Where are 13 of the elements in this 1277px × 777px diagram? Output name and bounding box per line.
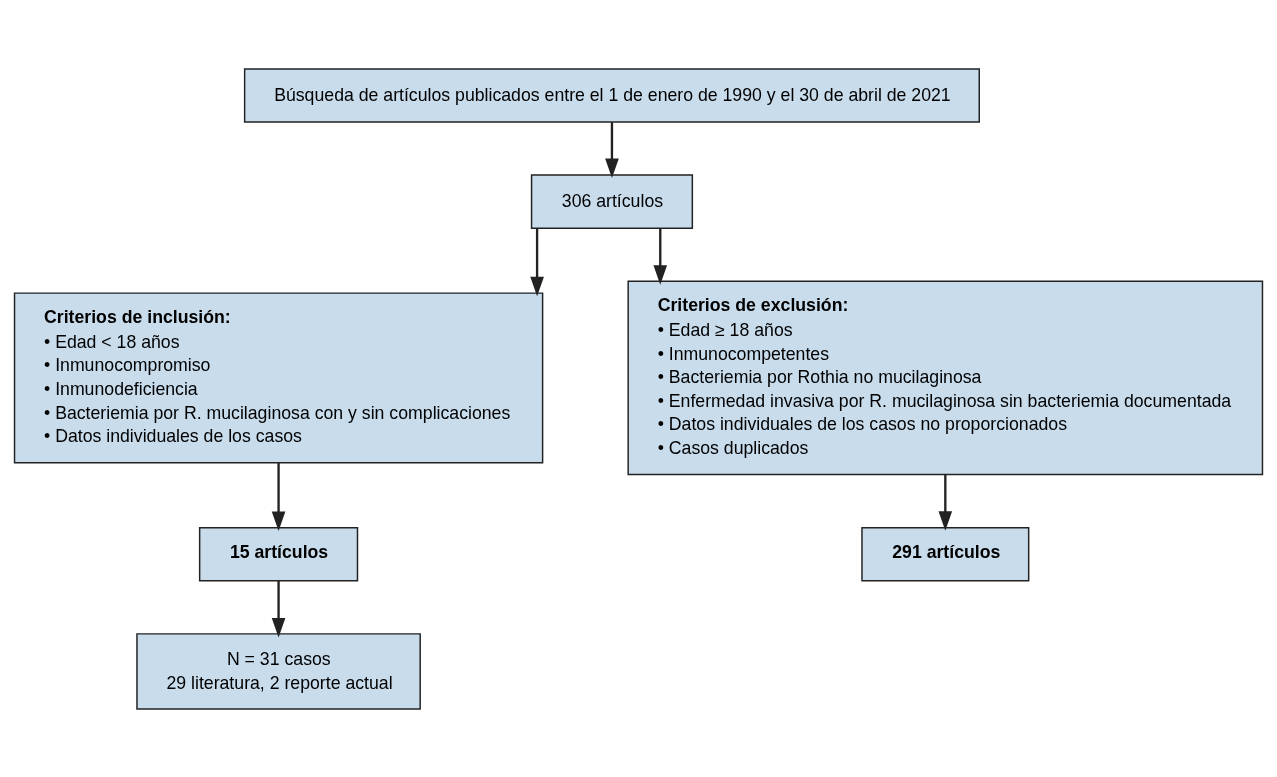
arrow bbox=[271, 462, 286, 531]
node-box: 291 artículos bbox=[861, 526, 1030, 581]
node-box: N = 31 casos 29 literatura, 2 reporte actual bbox=[136, 632, 421, 710]
arrow bbox=[653, 227, 668, 285]
node-box: 306 artículos bbox=[530, 173, 694, 229]
arrow bbox=[271, 580, 286, 637]
arrow bbox=[605, 121, 619, 178]
node-box: Búsqueda de artículos publicados entre el 1 de enero de 1990 y el 30 de abril de 2021 bbox=[243, 67, 980, 123]
node-box: Criterios de exclusión: • Edad ≥ 18 años • Inmunocompetentes • Bacteriemia por Rothia no mucilaginosa • Enfermedad invasiva por R. mucilaginosa sin bacteriemia documentada • Datos individuales de los casos no proporcionados • Casos duplicados bbox=[627, 280, 1264, 475]
node-box: 15 artículos bbox=[198, 526, 359, 581]
arrow bbox=[530, 227, 544, 296]
arrow bbox=[938, 474, 953, 531]
node-box: Criterios de inclusión: • Edad < 18 años • Inmunocompromiso • Inmunodeficiencia • Bacteriemia por R. mucilaginosa con y sin complicaciones • Datos individuales de los casos bbox=[13, 291, 544, 463]
